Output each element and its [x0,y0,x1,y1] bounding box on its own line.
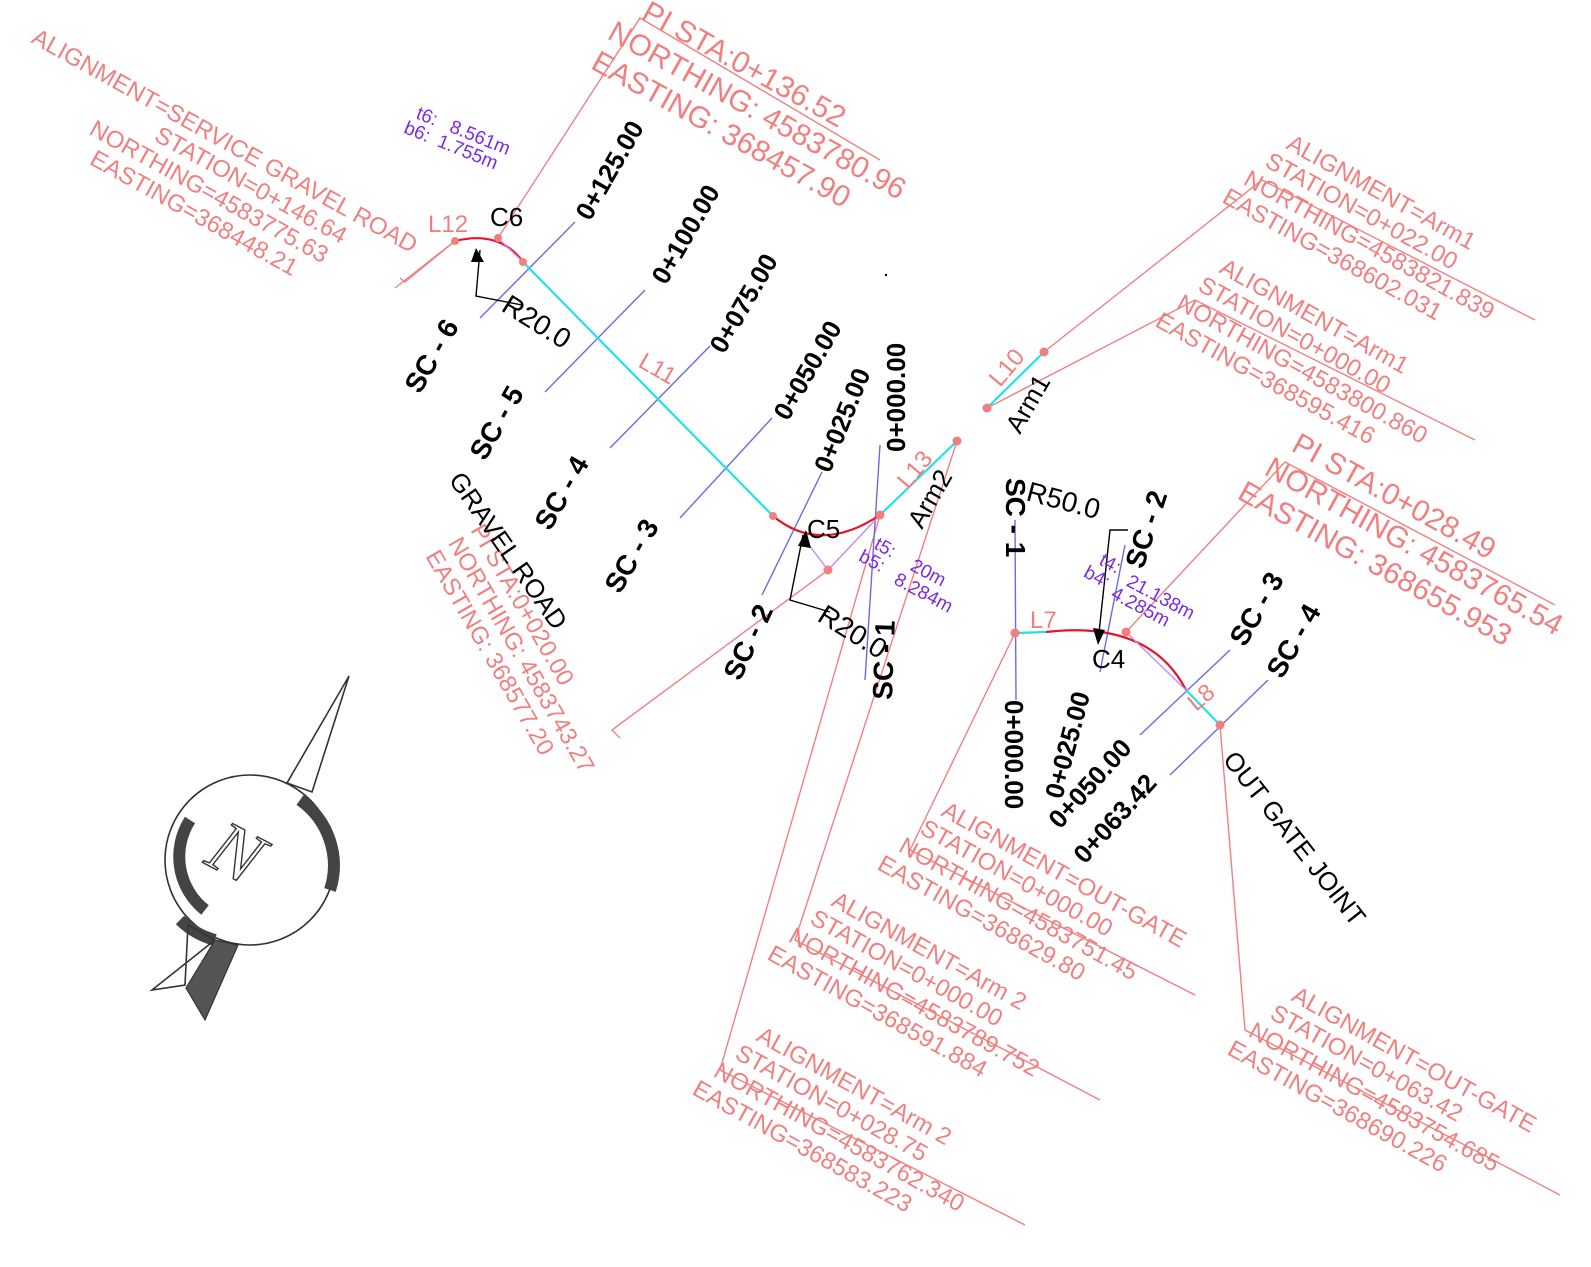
label-segment-l8: L8 [1183,679,1221,717]
radius-markers [471,248,1128,645]
callout-outgate-end: ALIGNMENT=OUT-GATE STATION=0+063.42 NORT… [1223,982,1541,1179]
label-radius-r4: R50.0 [1023,476,1103,525]
label-curve-c6: C6 [490,202,523,232]
stray-point [884,273,888,277]
section-label: SC - 3 [598,514,665,598]
callout-line: NORTHING: 4583780.96 [603,15,912,206]
label-radius-r6: R20.0 [497,289,577,355]
section-label: SC - 6 [398,314,465,398]
station-label: 0+000.00 [881,343,911,452]
curve-params-c6: t6: 8.561m b6: 1.755m [401,103,513,174]
curves [454,237,1187,691]
label-segment-l7: L7 [1030,607,1057,634]
nodes [451,234,1225,730]
north-letter: N [194,805,280,903]
label-segment-l12: L12 [428,211,468,238]
callout-pi-top: PI STA:0+136.52 NORTHING: 4583780.96 EAS… [586,0,912,215]
label-curve-c5: C5 [807,514,840,544]
station-label: 0+100.00 [645,179,726,289]
callout-leaders [394,17,1561,1226]
station-label: 0+125.00 [569,115,650,225]
section-label: SC - 1 [867,620,901,700]
label-curve-c4: C4 [1092,644,1125,674]
section-label: SC - 5 [463,381,530,465]
label-out-gate-joint: OUT GATE JOINT [1217,745,1372,931]
station-label: 0+075.00 [703,248,784,358]
section-label: SC - 4 [528,450,595,535]
section-label: SC - 2 [717,600,779,685]
tangent-lines [522,261,1221,726]
north-arrow-icon: N [149,675,350,1022]
section-label: SC - 1 [1000,478,1031,557]
callout-service-gravel: ALIGNMENT=SERVICE GRAVEL ROAD STATION=0+… [27,24,422,282]
station-label: 0+000.00 [999,700,1029,809]
